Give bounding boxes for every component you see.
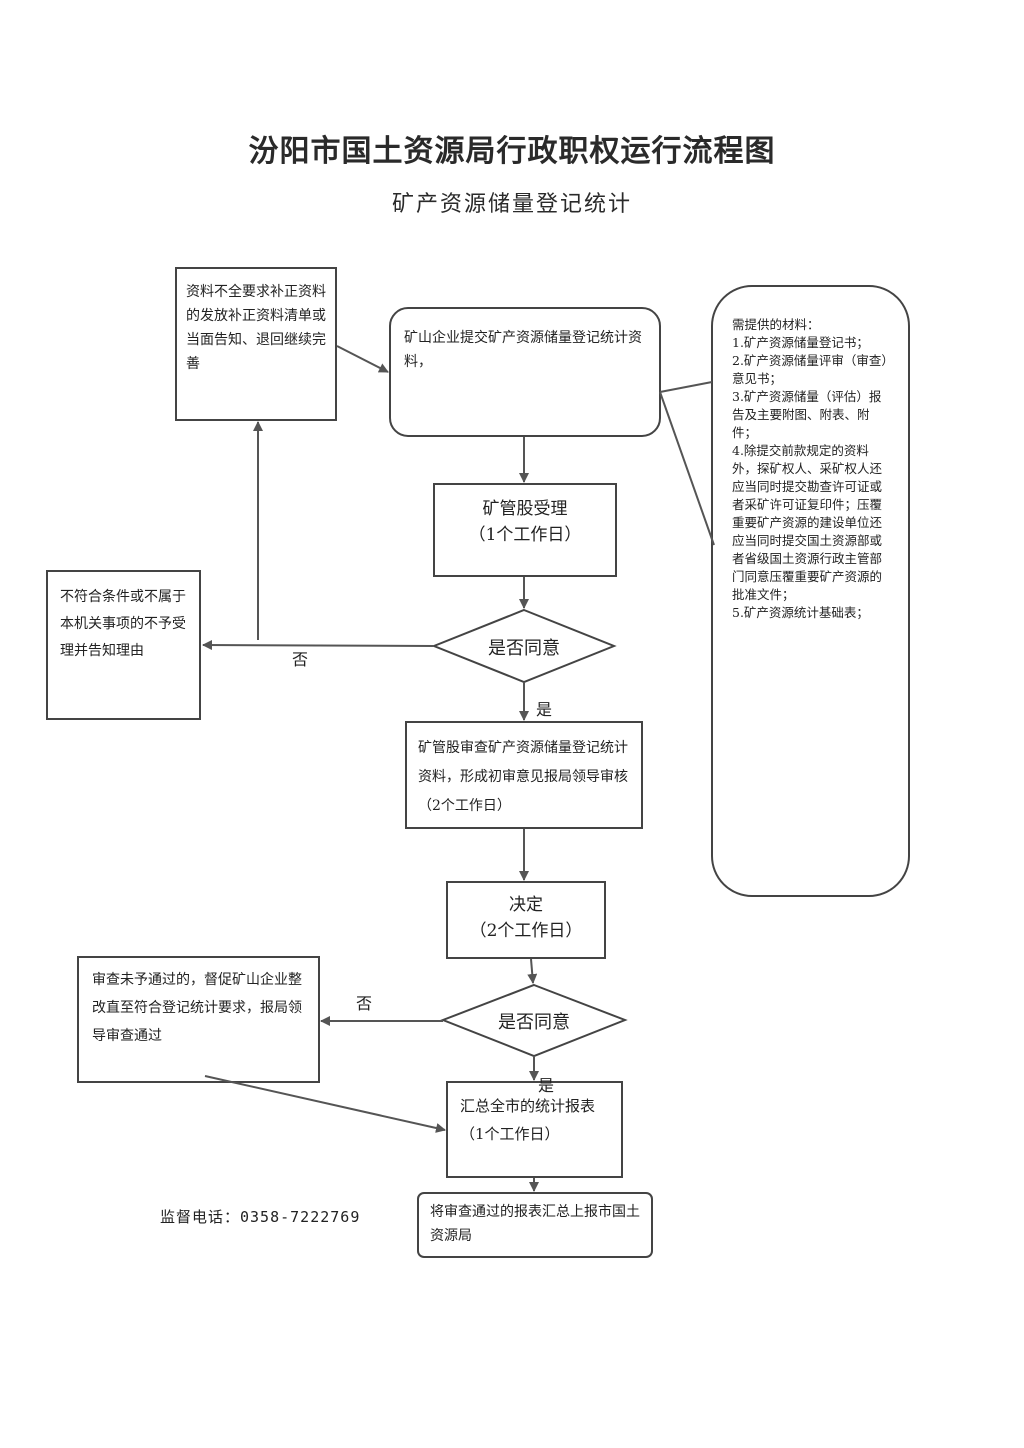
decide-title: 决定 <box>509 895 543 915</box>
materials-item: 5.矿产资源统计基础表； <box>732 605 869 620</box>
report-box <box>417 1192 653 1258</box>
rectify-text: 审查未予通过的，督促矿山企业整改直至符合登记统计要求，报局领导审查通过 <box>92 972 302 1044</box>
materials-item: 4.除提交前款规定的资料外，探矿权人、采矿权人还应当同时提交勘查许可证或者采矿许… <box>732 443 883 602</box>
materials-box <box>711 285 910 897</box>
decision2-yes-label: 是 <box>538 1076 555 1095</box>
materials-item: 3.矿产资源储量（评估）报告及主要附图、附表、附件； <box>732 389 882 440</box>
accept-days: （1个工作日） <box>468 525 582 545</box>
reject-text: 不符合条件或不属于本机关事项的不予受理并告知理由 <box>60 589 186 659</box>
review-text: 矿管股审查矿产资源储量登记统计资料，形成初审意见报局领导审核（2个工作日） <box>418 740 628 814</box>
decision1-no-label: 否 <box>292 650 309 669</box>
decision2-no-label: 否 <box>356 994 373 1013</box>
reject-box <box>46 570 201 720</box>
page-subtitle: 矿产资源储量登记统计 <box>391 192 632 217</box>
summarize-box <box>446 1081 623 1178</box>
materials-list: 需提供的材料： 1.矿产资源储量登记书； 2.矿产资源储量评审（审查）意见书； … <box>732 316 892 622</box>
summarize-days: （1个工作日） <box>460 1125 560 1143</box>
decision1-yes-label: 是 <box>536 700 553 719</box>
page-title: 汾阳市国土资源局行政职权运行流程图 <box>248 134 776 169</box>
decide-days: （2个工作日） <box>469 921 583 941</box>
decision2-label: 是否同意 <box>498 1012 570 1033</box>
decision1-label: 是否同意 <box>488 638 560 659</box>
correction-box <box>175 267 337 421</box>
correction-text: 资料不全要求补正资料的发放补正资料清单或当面告知、退回继续完善 <box>186 284 326 372</box>
materials-item: 2.矿产资源储量评审（审查）意见书； <box>732 353 888 386</box>
accept-title: 矿管股受理 <box>482 499 568 519</box>
supervision-phone: 监督电话：0358-7222769 <box>160 1208 361 1226</box>
materials-heading: 需提供的材料： <box>732 317 820 332</box>
materials-item: 1.矿产资源储量登记书； <box>732 335 869 350</box>
submit-text: 矿山企业提交矿产资源储量登记统计资料， <box>404 330 642 370</box>
rectify-box <box>77 956 320 1083</box>
summarize-title: 汇总全市的统计报表 <box>460 1097 596 1115</box>
report-text: 将审查通过的报表汇总上报市国土资源局 <box>430 1204 640 1244</box>
accept-box <box>433 483 617 577</box>
review-box <box>405 721 643 829</box>
decide-box <box>446 881 606 959</box>
submit-box <box>389 307 661 437</box>
